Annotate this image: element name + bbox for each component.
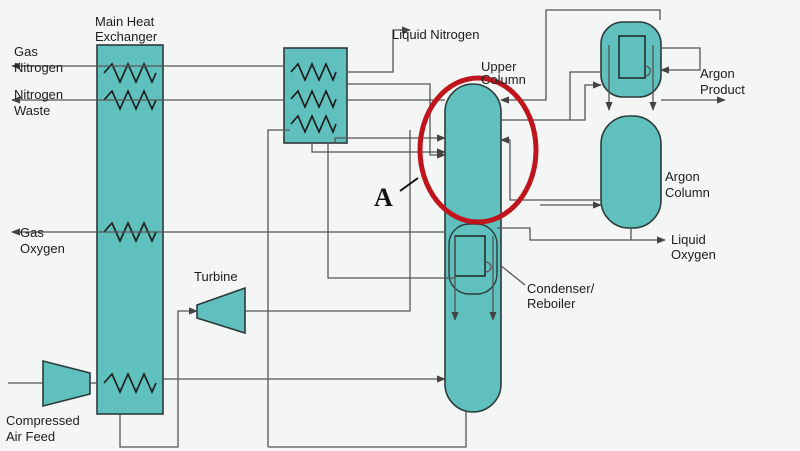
turbine bbox=[196, 286, 246, 335]
highlight-ellipse bbox=[417, 75, 539, 225]
subcooler-coils bbox=[290, 62, 337, 135]
condenser-reboiler-label: Condenser/ Reboiler bbox=[527, 281, 598, 311]
main-hx-label: Main Heat Exchanger bbox=[95, 14, 158, 44]
compressed-air-label: Compressed Air Feed bbox=[6, 413, 83, 444]
marker-a-pointer bbox=[399, 177, 419, 192]
liquid-oxygen-label: Liquid Oxygen bbox=[671, 232, 716, 262]
distillation-column bbox=[444, 83, 502, 413]
upper-column-label: Upper Column bbox=[481, 59, 526, 87]
liquid-nitrogen-label: Liquid Nitrogen bbox=[392, 27, 479, 42]
main-heat-exchanger bbox=[96, 44, 164, 415]
compressor bbox=[42, 359, 91, 408]
gas-nitrogen-label: Gas Nitrogen bbox=[14, 44, 63, 75]
argon-column bbox=[600, 115, 662, 229]
gas-oxygen-label: Gas Oxygen bbox=[20, 225, 65, 256]
marker-a-label: A bbox=[374, 183, 393, 212]
argon-condenser bbox=[600, 21, 662, 98]
turbine-label: Turbine bbox=[194, 269, 238, 284]
argon-column-label: Argon Column bbox=[665, 169, 710, 200]
argon-product-label: Argon Product bbox=[700, 66, 745, 97]
nitrogen-waste-label: Nitrogen Waste bbox=[14, 87, 67, 118]
argon-condenser-tubes bbox=[618, 35, 646, 79]
